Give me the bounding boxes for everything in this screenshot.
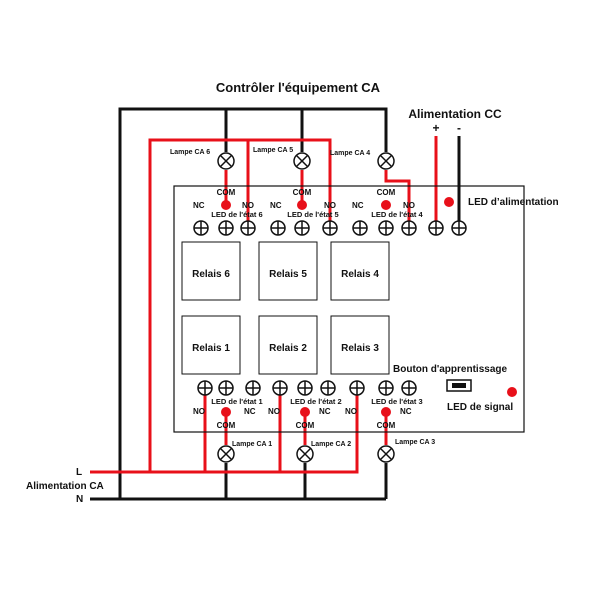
dc-minus-sign: - [457, 121, 461, 135]
terminal-no-2 [401, 220, 417, 236]
terminal-plus-dc [428, 220, 444, 236]
relay-box-5 [258, 315, 318, 375]
no-label: NO [324, 201, 336, 210]
terminal-com-0 [218, 220, 234, 236]
com-label: COM [377, 421, 396, 430]
lamp-icon-1 [293, 152, 311, 170]
learn-button-label: Bouton d'apprentissage [393, 364, 507, 375]
lamp-label: Lampe CA 1 [232, 441, 272, 448]
com-label: COM [296, 421, 315, 430]
relay-label: Relais 2 [269, 343, 307, 354]
nc-label: NC [193, 201, 205, 210]
terminal-nc-1 [270, 220, 286, 236]
nc-label: NC [319, 407, 331, 416]
dc-supply-label: Alimentation CC [408, 107, 502, 121]
relay-label: Relais 6 [192, 269, 230, 280]
terminal-com-3 [218, 380, 234, 396]
com-terminal-led-0 [221, 200, 231, 210]
neutral-label: N [76, 494, 83, 505]
terminal-nc-0 [193, 220, 209, 236]
com-terminal-led-2 [381, 200, 391, 210]
no-label: NO [345, 407, 357, 416]
lamp-icon-5 [377, 445, 395, 463]
lamp-label: Lampe CA 4 [330, 150, 370, 157]
relay-box-2 [258, 241, 318, 301]
status-led-label: LED de l'état 1 [211, 397, 262, 406]
signal-led [507, 387, 517, 397]
no-label: NO [193, 407, 205, 416]
nc-label: NC [244, 407, 256, 416]
lamp-icon-4 [296, 445, 314, 463]
relay-box-4 [181, 315, 241, 375]
terminal-no-4 [272, 380, 288, 396]
lamp-icon-0 [217, 152, 235, 170]
relay-label: Relais 3 [341, 343, 379, 354]
relay-label: Relais 4 [341, 269, 379, 280]
lamp-icon-3 [217, 445, 235, 463]
ac-supply-label: Alimentation CA [26, 481, 104, 492]
com-terminal-led-5 [381, 407, 391, 417]
power-led [444, 197, 454, 207]
com-terminal-led-4 [300, 407, 310, 417]
lamp-label: Lampe CA 2 [311, 441, 351, 448]
status-led-label: LED de l'état 2 [290, 397, 341, 406]
terminal-no-5 [349, 380, 365, 396]
terminal-nc-3 [245, 380, 261, 396]
terminal-nc-4 [320, 380, 336, 396]
lamp-label: Lampe CA 3 [395, 439, 435, 446]
no-label: NO [403, 201, 415, 210]
com-label: COM [293, 188, 312, 197]
controller-board [173, 185, 525, 433]
line-label: L [76, 467, 82, 478]
terminal-no-3 [197, 380, 213, 396]
diagram-title: Contrôler l'équipement CA [216, 80, 381, 95]
terminal-com-1 [294, 220, 310, 236]
terminal-nc-5 [401, 380, 417, 396]
terminal-com-2 [378, 220, 394, 236]
relay-box-6 [330, 315, 390, 375]
lamp-icon-2 [377, 152, 395, 170]
nc-label: NC [270, 201, 282, 210]
com-label: COM [217, 188, 236, 197]
relay-box-3 [330, 241, 390, 301]
com-terminal-led-1 [297, 200, 307, 210]
com-label: COM [217, 421, 236, 430]
terminal-com-4 [297, 380, 313, 396]
status-led-label: LED de l'état 6 [211, 210, 262, 219]
relay-label: Relais 5 [269, 269, 307, 280]
relay-box-1 [181, 241, 241, 301]
lamp-label: Lampe CA 5 [253, 147, 293, 154]
status-led-label: LED de l'état 5 [287, 210, 338, 219]
live-wires [90, 136, 438, 474]
dc-plus-sign: + [432, 121, 439, 135]
neutral-wires [90, 107, 461, 501]
terminal-minus-dc [451, 220, 467, 236]
no-label: NO [268, 407, 280, 416]
nc-label: NC [352, 201, 364, 210]
nc-label: NC [400, 407, 412, 416]
no-label: NO [242, 201, 254, 210]
com-terminal-led-3 [221, 407, 231, 417]
power-led-label: LED d’alimentation [468, 197, 559, 208]
signal-led-label: LED de signal [447, 402, 513, 413]
terminal-nc-2 [352, 220, 368, 236]
terminal-no-0 [240, 220, 256, 236]
status-led-label: LED de l'état 3 [371, 397, 422, 406]
lamp-label: Lampe CA 6 [170, 149, 210, 156]
com-label: COM [377, 188, 396, 197]
relay-label: Relais 1 [192, 343, 230, 354]
terminal-no-1 [322, 220, 338, 236]
terminal-com-5 [378, 380, 394, 396]
status-led-label: LED de l'état 4 [371, 210, 423, 219]
